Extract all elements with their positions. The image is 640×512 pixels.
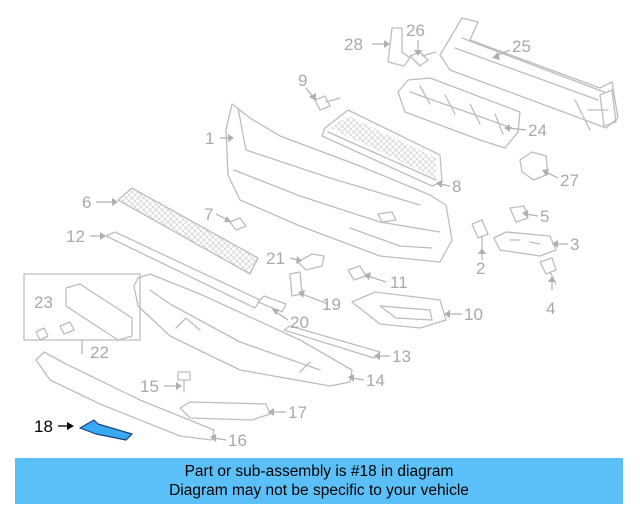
part-trim-20 bbox=[257, 295, 287, 313]
info-banner: Part or sub-assembly is #18 in diagram D… bbox=[15, 458, 623, 504]
callout-7: 7 bbox=[204, 205, 213, 224]
part-clip-27 bbox=[519, 151, 549, 181]
part-bolt-9 bbox=[314, 95, 341, 111]
callout-20: 20 bbox=[290, 313, 309, 332]
part-bracket-28 bbox=[387, 27, 411, 67]
part-lower-grille bbox=[116, 187, 259, 275]
part-reinforcement-bar bbox=[439, 17, 619, 131]
leader-lines bbox=[58, 40, 568, 442]
callout-4: 4 bbox=[546, 299, 555, 318]
part-clip-11 bbox=[347, 265, 367, 281]
callout-22: 22 bbox=[90, 343, 109, 362]
part-absorber bbox=[397, 77, 521, 149]
callout-6: 6 bbox=[82, 193, 91, 212]
callout-13: 13 bbox=[392, 347, 411, 366]
callout-26: 26 bbox=[406, 21, 425, 40]
callout-2: 2 bbox=[476, 259, 485, 278]
callout-9: 9 bbox=[298, 71, 307, 90]
callout-28: 28 bbox=[344, 35, 363, 54]
part-spoiler-16 bbox=[35, 351, 215, 441]
callout-11: 11 bbox=[390, 273, 408, 292]
callout-labels: 1 2 3 4 5 6 7 8 9 10 11 12 13 14 15 16 1… bbox=[34, 21, 579, 450]
part-bezel-10 bbox=[351, 291, 447, 329]
callout-27: 27 bbox=[560, 171, 579, 190]
part-clip-7 bbox=[229, 217, 247, 231]
callout-16: 16 bbox=[228, 431, 247, 450]
callout-14: 14 bbox=[366, 371, 385, 390]
part-18-highlighted bbox=[79, 419, 133, 441]
callout-23: 23 bbox=[34, 293, 53, 312]
callout-21: 21 bbox=[266, 249, 285, 268]
banner-line-part: Part or sub-assembly is #18 in diagram bbox=[184, 463, 454, 480]
part-bolt-2 bbox=[471, 219, 489, 251]
callout-24: 24 bbox=[528, 121, 547, 140]
part-bracket-3 bbox=[493, 231, 557, 257]
callout-25: 25 bbox=[512, 37, 531, 56]
callout-3: 3 bbox=[570, 235, 579, 254]
part-bumper-cover bbox=[225, 103, 453, 263]
part-bolt-26 bbox=[409, 51, 437, 67]
callout-18: 18 bbox=[34, 417, 53, 436]
callout-1: 1 bbox=[205, 129, 214, 148]
callout-19: 19 bbox=[322, 295, 341, 314]
part-trim-17 bbox=[179, 401, 271, 421]
callout-12: 12 bbox=[66, 227, 85, 246]
part-lower-cover bbox=[133, 273, 353, 387]
part-trim-12 bbox=[105, 231, 261, 309]
banner-line-disclaimer: Diagram may not be specific to your vehi… bbox=[169, 482, 469, 499]
callout-17: 17 bbox=[288, 403, 307, 422]
callout-10: 10 bbox=[464, 305, 483, 324]
callout-8: 8 bbox=[452, 177, 461, 196]
callout-5: 5 bbox=[540, 207, 549, 226]
part-bolt-15 bbox=[177, 371, 191, 393]
part-cap-21 bbox=[297, 253, 325, 271]
callout-15: 15 bbox=[140, 377, 159, 396]
